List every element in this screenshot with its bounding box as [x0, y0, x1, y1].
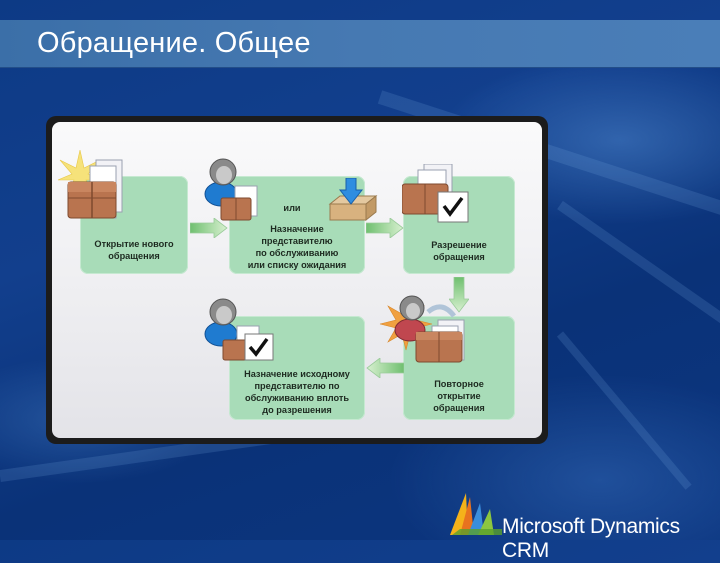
step-reopen-label: Повторное открытие обращения [433, 379, 485, 413]
slide-title: Обращение. Общее [37, 27, 311, 59]
footer-logo: Microsoft Dynamics CRM [502, 515, 720, 563]
logo-suffix: CRM [502, 539, 549, 562]
step-open-case-label: Открытие нового обращения [94, 239, 174, 261]
logo-text: Microsoft Dynamics [502, 515, 680, 538]
step-assign-label: Назначение представителю по обслуживанию… [247, 224, 347, 270]
title-band [0, 20, 720, 68]
dynamics-logo-icon [450, 493, 502, 535]
step-assign-or-label: или [283, 203, 301, 213]
resolved-case-icon [402, 164, 469, 223]
arrow-left-icon [366, 358, 404, 378]
arrow-right-icon [190, 218, 228, 238]
queue-tray-icon [328, 178, 378, 222]
reopen-case-icon [379, 295, 465, 363]
assign-original-agent-icon [204, 298, 274, 361]
assign-agent-icon [204, 158, 258, 221]
arrow-down-icon [449, 277, 469, 313]
step-reassign-label: Назначение исходному представителю по об… [244, 369, 350, 415]
step-resolve-label: Разрешение обращения [431, 240, 487, 262]
background-streak [556, 331, 692, 490]
arrow-right-icon [366, 218, 404, 238]
new-case-icon [58, 150, 123, 219]
background-streak [557, 200, 720, 336]
